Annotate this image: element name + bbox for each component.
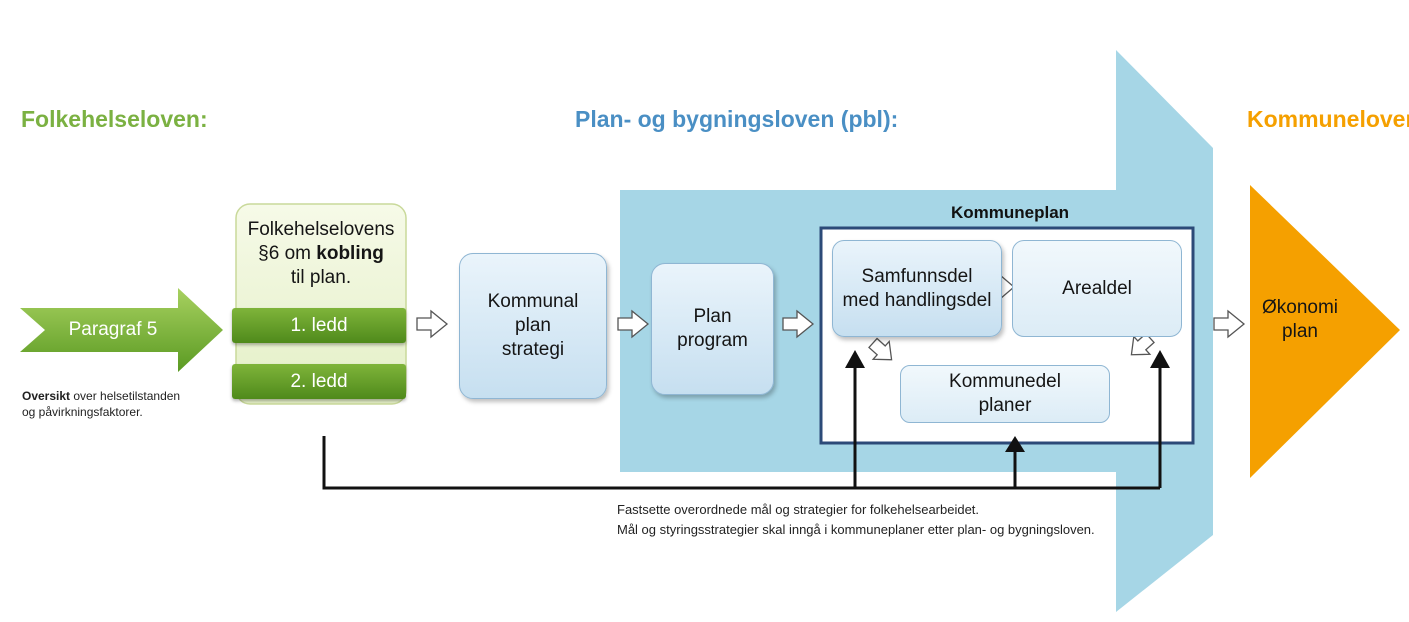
kps-line2: plan (515, 315, 551, 336)
feedback-lines (322, 362, 1162, 490)
oversikt-line2: og påvirkningsfaktorer. (22, 405, 143, 419)
okonomi-plan-label: Økonomi plan (1250, 296, 1350, 344)
heading-kommuneloven: Kommuneloven: (1247, 106, 1409, 132)
oversikt-bold: Oversikt (22, 389, 71, 403)
folkehelse-line1: Folkehelselovens (247, 219, 395, 240)
heading-pbl: Plan- og bygningsloven (pbl): (575, 106, 899, 132)
kps-line1: Kommunal (487, 291, 579, 312)
samfunnsdel-line1: Samfunnsdel (861, 265, 973, 287)
kommunedel-line2: planer (978, 395, 1032, 416)
okonomi-line2: plan (1282, 321, 1318, 342)
kommunedel-planer-box: Kommunedel planer (900, 365, 1110, 423)
flow-arrow-3 (782, 309, 815, 339)
okonomi-orange-arrow (1250, 185, 1400, 478)
pp-line2: program (677, 330, 748, 351)
kps-line3: strategi (501, 339, 565, 360)
footer-line2: Mål og styringsstrategier skal inngå i k… (617, 522, 1095, 537)
ledd-1-bar: 1. ledd (232, 308, 406, 343)
folkehelse-line2-bold: kobling (316, 243, 384, 264)
paragraf-5-label: Paragraf 5 (68, 319, 158, 340)
footer-notes: Fastsette overordnede mål og strategier … (617, 500, 1095, 540)
heading-folkehelseloven: Folkehelseloven: (21, 106, 208, 132)
flow-arrow-diag-left (868, 337, 893, 361)
okonomi-line1: Økonomi (1261, 297, 1339, 318)
ledd-2-bar: 2. ledd (232, 364, 406, 399)
kommuneplan-title: Kommuneplan (950, 203, 1070, 222)
samfunnsdel-line2: med handlingsdel (842, 289, 992, 311)
flow-arrow-1 (416, 309, 449, 339)
paragraf-green-arrow (20, 288, 223, 372)
pp-line1: Plan (693, 306, 732, 327)
feedback-arrowheads (845, 350, 1170, 452)
flow-arrow-2 (617, 309, 650, 339)
arealdel-box: Arealdel (1012, 240, 1182, 337)
plan-program-box: Plan program (651, 263, 774, 395)
folkehelse-line2: §6 om kobling (236, 242, 406, 266)
kommunal-plan-strategi-box: Kommunal plan strategi (459, 253, 607, 399)
samfunnsdel-box: Samfunnsdel med handlingsdel (832, 240, 1002, 337)
folkehelse-line2-pre: §6 om (258, 243, 317, 264)
folkehelse-box-bg (235, 203, 407, 405)
kommunedel-line1: Kommunedel (949, 371, 1061, 392)
oversikt-note: Oversikt over helsetilstanden og påvirkn… (22, 388, 180, 420)
folkehelse-line3: til plan. (290, 267, 352, 288)
footer-line1: Fastsette overordnede mål og strategier … (617, 502, 980, 517)
folkehelse-box-text: Folkehelselovens §6 om kobling til plan. (236, 218, 406, 290)
flow-arrow-5 (1213, 309, 1246, 339)
oversikt-rest: over helsetilstanden (70, 389, 181, 403)
